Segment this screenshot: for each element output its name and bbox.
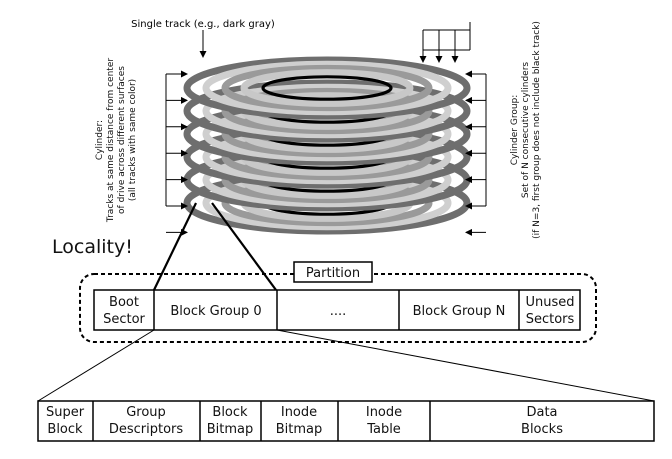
block-group-n: Block Group N — [413, 304, 506, 319]
zoom-line-right — [211, 202, 277, 291]
inode-table-line-1: Inode — [366, 405, 402, 420]
cylinder-label-line-1: Cylinder: — [95, 120, 105, 160]
data-blocks-line-2: Blocks — [521, 422, 563, 437]
cylinder-label-line-2: Tracks at same distance from center — [106, 58, 116, 223]
platter-track — [221, 64, 433, 112]
disk-platters — [183, 56, 471, 235]
boot-sector-line-1: Boot — [109, 295, 139, 310]
partition-bar — [93, 289, 581, 331]
detail-line-right — [276, 329, 655, 402]
partition-label-box — [293, 261, 373, 283]
unused-sectors-line-1: Unused — [525, 295, 574, 310]
cylinder-label: Cylinder: Tracks at same distance from c… — [95, 58, 138, 223]
platter-track — [261, 75, 393, 101]
locality-label: Locality! — [52, 236, 133, 258]
block-bitmap-line-1: Block — [212, 405, 248, 420]
platter-track — [183, 56, 471, 120]
cylinder-group-label-line-1: Cylinder Group: — [510, 95, 520, 166]
partition-label: Partition — [306, 266, 360, 281]
super-block-line-1: Super — [46, 405, 85, 420]
platter-track — [202, 83, 452, 139]
block-group-0: Block Group 0 — [170, 304, 261, 319]
data-blocks-line-1: Data — [526, 405, 557, 420]
super-block-line-2: Block — [47, 422, 83, 437]
platter-track — [221, 87, 433, 135]
group-descriptors-line-2: Descriptors — [109, 422, 184, 437]
platter-track — [202, 60, 452, 116]
block-group-detail-bar — [37, 400, 655, 442]
detail-line-left — [37, 329, 155, 402]
cylinder-label-line-3: of drive across different surfaces — [117, 66, 127, 214]
platter-track — [183, 79, 471, 143]
partition-outline — [79, 273, 597, 343]
cylinder-group-label: Cylinder Group: Set of N consecutive cyl… — [510, 21, 542, 239]
block-group-ellipsis: .... — [330, 304, 347, 319]
single-track-label: Single track (e.g., dark gray) — [131, 19, 275, 30]
block-bitmap-line-2: Bitmap — [207, 422, 254, 437]
unused-sectors-line-2: Sectors — [526, 312, 575, 327]
inode-bitmap-line-1: Inode — [281, 405, 317, 420]
cylinder-group-arrows — [465, 70, 486, 236]
platter-track — [240, 69, 414, 107]
boot-sector-line-2: Sector — [103, 312, 145, 327]
group-descriptors-line-1: Group — [126, 405, 166, 420]
cylinder-label-line-4: (all tracks with same color) — [128, 79, 138, 201]
inode-bitmap-line-2: Bitmap — [276, 422, 323, 437]
cylinder-arrows — [166, 70, 188, 236]
cylinder-group-label-line-2: Set of N consecutive cylinders — [521, 62, 531, 198]
zoom-line-left — [153, 202, 197, 291]
inode-table-line-2: Table — [366, 422, 401, 437]
cylinder-group-label-line-3: (if N=3, first group does not include bl… — [532, 21, 542, 239]
